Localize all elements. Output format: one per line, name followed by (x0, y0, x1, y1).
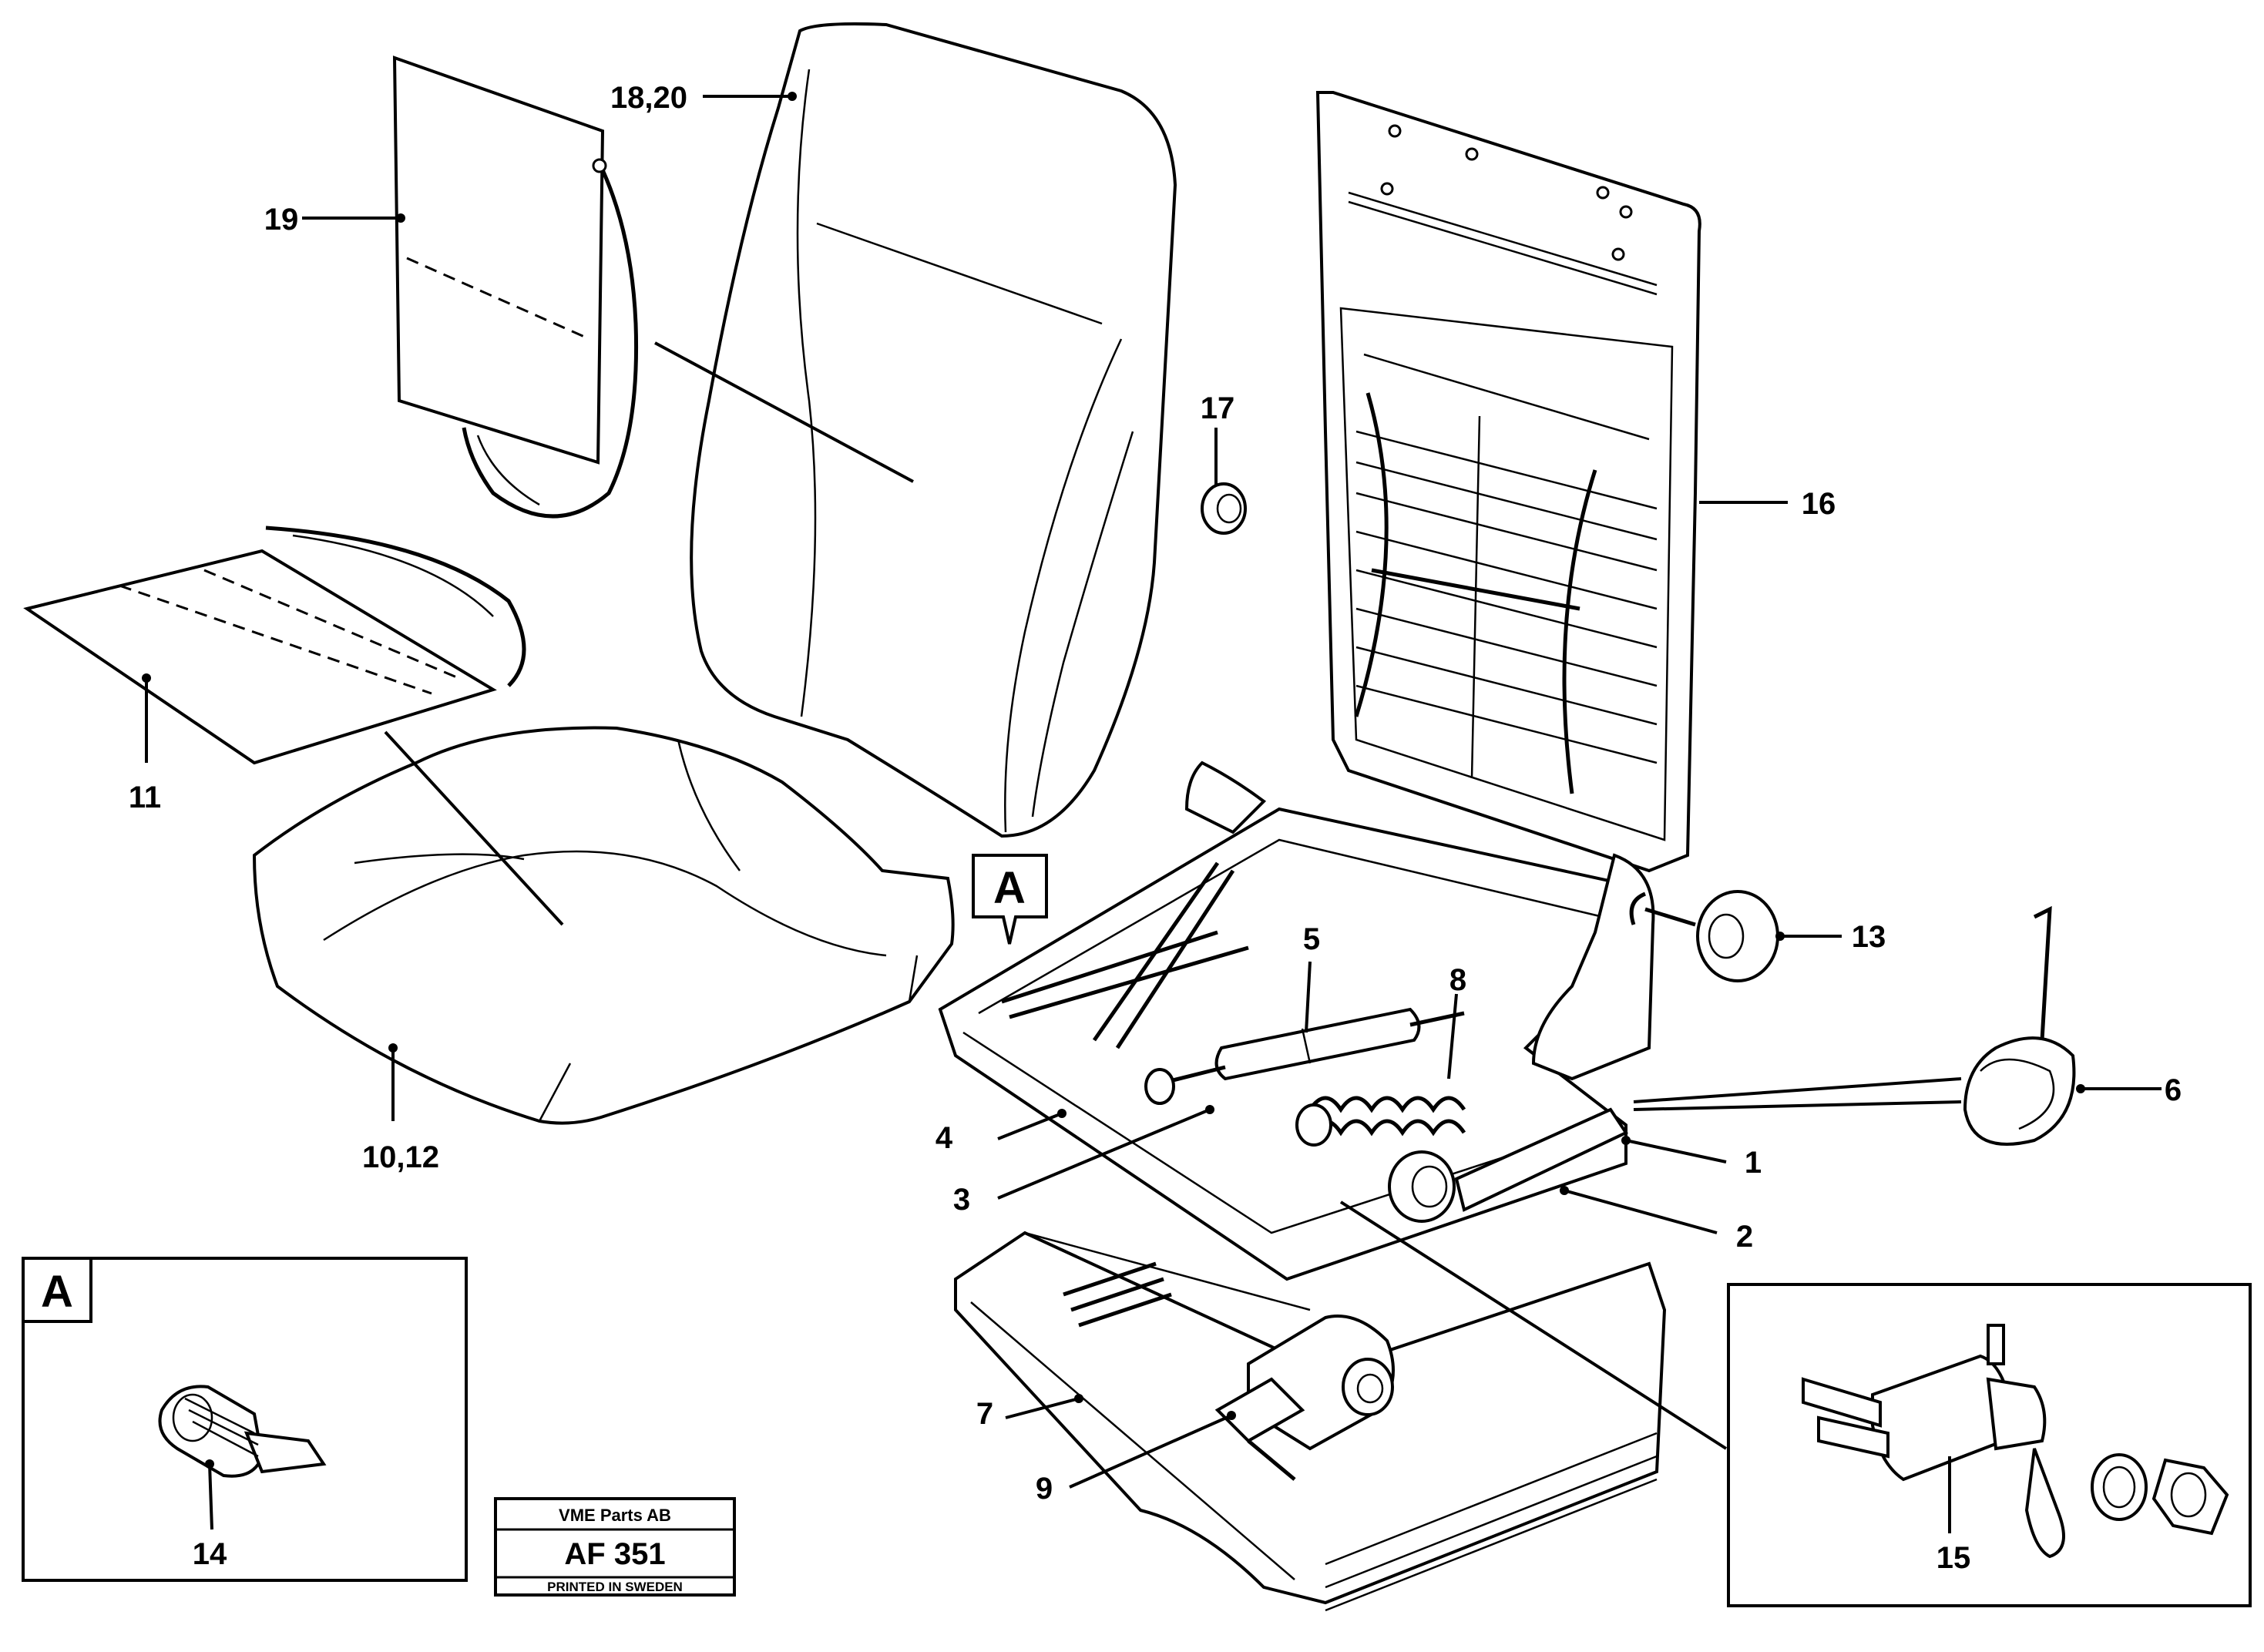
hose-clamp (1633, 905, 2076, 1146)
leader-lines (142, 92, 2162, 1533)
detail-box-label: A (41, 1267, 73, 1317)
title-block-printed: PRINTED IN SWEDEN (547, 1580, 683, 1594)
callout-3: 3 (953, 1183, 970, 1217)
callout-6: 6 (2165, 1073, 2182, 1107)
callout-7: 7 (976, 1397, 993, 1431)
title-block-drawing-number: AF 351 (564, 1537, 665, 1571)
callout-5: 5 (1303, 922, 1320, 956)
callout-11: 11 (129, 781, 161, 814)
detail-box-a (22, 1257, 468, 1582)
callout-labels: 1 2 3 4 5 6 7 8 9 10,12 11 13 14 15 16 1… (41, 81, 2182, 1575)
height-adjust-knob (1388, 1107, 1628, 1223)
callout-18-20: 18,20 (610, 81, 687, 115)
callout-14: 14 (193, 1537, 227, 1571)
callout-16: 16 (1802, 487, 1836, 521)
callout-8: 8 (1449, 963, 1466, 997)
seat-cover-sheet (23, 525, 526, 765)
callout-15: 15 (1936, 1541, 1971, 1575)
seat-cushion (252, 726, 955, 1125)
callout-2: 2 (1736, 1220, 1753, 1254)
detail-box-15 (1339, 1200, 2252, 1607)
view-marker-a (972, 854, 1048, 945)
callout-19: 19 (264, 203, 299, 237)
knob-13 (1629, 890, 1779, 982)
air-valve (1214, 1315, 1395, 1481)
callout-10-12: 10,12 (362, 1140, 439, 1174)
title-block: VME Parts AB AF 351 PRINTED IN SWEDEN (494, 1497, 736, 1597)
spring (1295, 1096, 1466, 1147)
backrest-cover-sheet (392, 55, 639, 519)
view-marker-label: A (993, 863, 1026, 913)
shock-absorber (1144, 1007, 1465, 1105)
callout-1: 1 (1745, 1146, 1762, 1180)
callout-17: 17 (1201, 391, 1235, 425)
seat-base-frame (938, 761, 1655, 1281)
title-block-company: VME Parts AB (559, 1506, 671, 1525)
knob-17 (1201, 482, 1247, 535)
callout-4: 4 (935, 1121, 953, 1155)
backrest-frame (1315, 91, 1701, 873)
callout-9: 9 (1036, 1472, 1053, 1506)
callout-13: 13 (1852, 920, 1886, 954)
backrest-cushion (654, 22, 1177, 838)
